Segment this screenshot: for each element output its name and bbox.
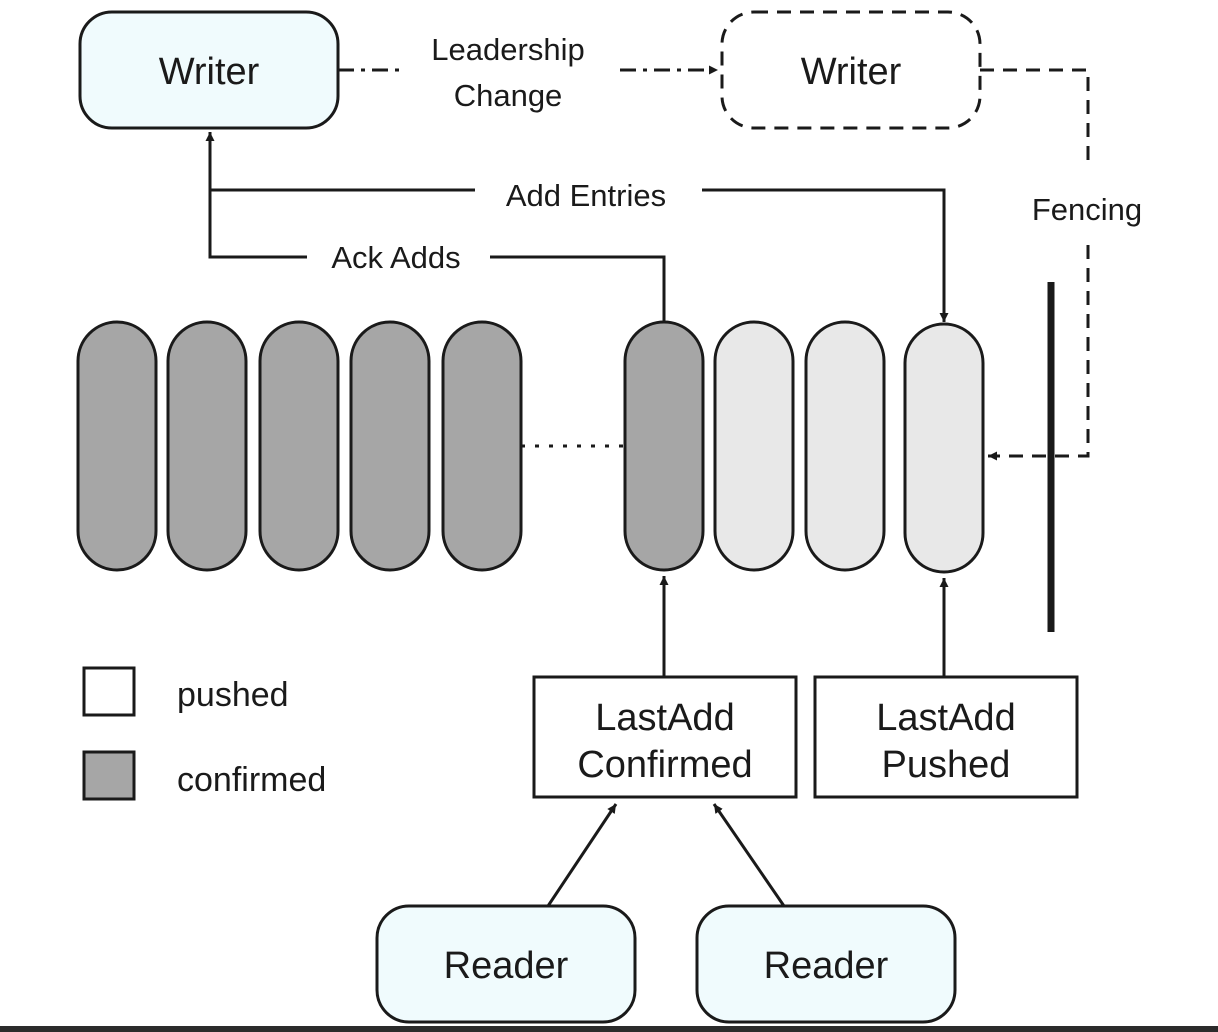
ack-adds-label: Ack Adds: [331, 240, 460, 275]
reader-2-arrow: [712, 803, 786, 907]
fencing-label: Fencing: [1032, 192, 1142, 227]
leadership-change-edge: Leadership Change: [338, 32, 718, 113]
reader-1-arrow: [546, 803, 618, 907]
lap-label-line1: LastAdd: [876, 697, 1015, 739]
entry-last-pushed: [903, 322, 985, 574]
last-add-confirmed-box: LastAdd Confirmed: [532, 675, 798, 799]
lap-label-line2: Pushed: [882, 744, 1011, 786]
reader-1-label: Reader: [444, 945, 569, 987]
reader-node-2: Reader: [695, 904, 957, 1024]
add-entries-edge: Add Entries: [210, 178, 949, 322]
ack-adds-edge: Ack Adds: [205, 132, 666, 324]
add-entries-label: Add Entries: [506, 178, 666, 213]
legend-confirmed-label: confirmed: [177, 761, 326, 799]
reader-2-label: Reader: [764, 945, 889, 987]
new-writer-label: Writer: [801, 51, 902, 93]
legend-pushed-label: pushed: [177, 676, 289, 714]
leadership-label-line1: Leadership: [431, 32, 584, 67]
writer-label: Writer: [159, 51, 260, 93]
writer-node: Writer: [78, 10, 340, 130]
ledger-entries: [76, 320, 985, 574]
leadership-label-line2: Change: [454, 78, 563, 113]
entry-confirmed: [258, 320, 340, 572]
bottom-border: [0, 1026, 1218, 1032]
entry-confirmed: [166, 320, 248, 572]
entry-confirmed: [76, 320, 158, 572]
legend-confirmed-swatch: [82, 750, 136, 801]
entry-confirmed: [349, 320, 431, 572]
lac-label-line2: Confirmed: [577, 744, 752, 786]
reader-node-1: Reader: [375, 904, 637, 1024]
fencing-edge: Fencing: [980, 68, 1142, 632]
legend-pushed-swatch: [82, 666, 136, 717]
legend: pushed confirmed: [82, 666, 326, 801]
entry-pushed: [713, 320, 795, 572]
entry-confirmed: [441, 320, 523, 572]
last-add-pushed-box: LastAdd Pushed: [813, 675, 1079, 799]
lac-label-line1: LastAdd: [595, 697, 734, 739]
entry-last-confirmed: [623, 320, 705, 572]
entry-pushed: [804, 320, 886, 572]
new-writer-node: Writer: [720, 10, 982, 130]
